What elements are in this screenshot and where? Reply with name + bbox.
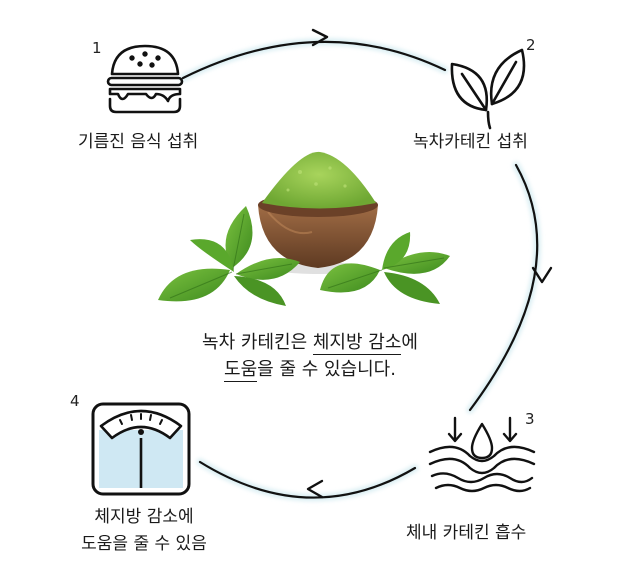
step-number-3: 3 — [525, 410, 535, 428]
step-label-1: 기름진 음식 섭취 — [78, 132, 199, 152]
center-line-2: 도움을 줄 수 있습니다. — [160, 356, 460, 383]
tea-leaves-left — [158, 206, 300, 306]
step-label-3: 체내 카테킨 흡수 — [406, 523, 527, 543]
leaves-icon — [450, 48, 526, 130]
tea-leaves-right — [320, 232, 450, 304]
arrowhead-right — [531, 266, 553, 284]
step-label-2: 녹차카테킨 섭취 — [413, 132, 528, 152]
center-highlight-fat-reduction: 체지방 감소 — [312, 332, 402, 355]
burger-icon — [106, 44, 184, 114]
step-label-4-line-2: 도움을 줄 수 있음 — [81, 534, 207, 554]
center-description: 녹차 카테킨은 체지방 감소에 도움을 줄 수 있습니다. — [160, 329, 460, 383]
cycle-arrowheads — [306, 28, 553, 499]
step-number-4: 4 — [70, 392, 80, 410]
center-line-1-lead: 녹차 카테킨은 — [202, 332, 313, 353]
arrowhead-top — [311, 28, 329, 47]
arrowhead-bottom — [306, 479, 324, 499]
arc-3-to-4 — [198, 460, 417, 499]
center-line-1: 녹차 카테킨은 체지방 감소에 — [160, 329, 460, 356]
center-line-1-tail: 에 — [401, 332, 418, 353]
step-label-4: 체지방 감소에 도움을 줄 수 있음 — [44, 504, 244, 558]
step-number-2: 2 — [526, 36, 536, 54]
arc-2-to-3 — [468, 163, 539, 412]
scale-icon — [91, 402, 191, 496]
green-tea-bowl-illustration — [158, 151, 450, 306]
skin-absorption-icon — [428, 416, 536, 493]
step-label-4-line-1: 체지방 감소에 — [94, 507, 194, 527]
center-highlight-help: 도움 — [224, 359, 258, 382]
step-number-1: 1 — [92, 39, 102, 57]
center-line-2-tail: 을 줄 수 있습니다. — [257, 359, 396, 380]
arc-1-to-2 — [181, 40, 447, 80]
